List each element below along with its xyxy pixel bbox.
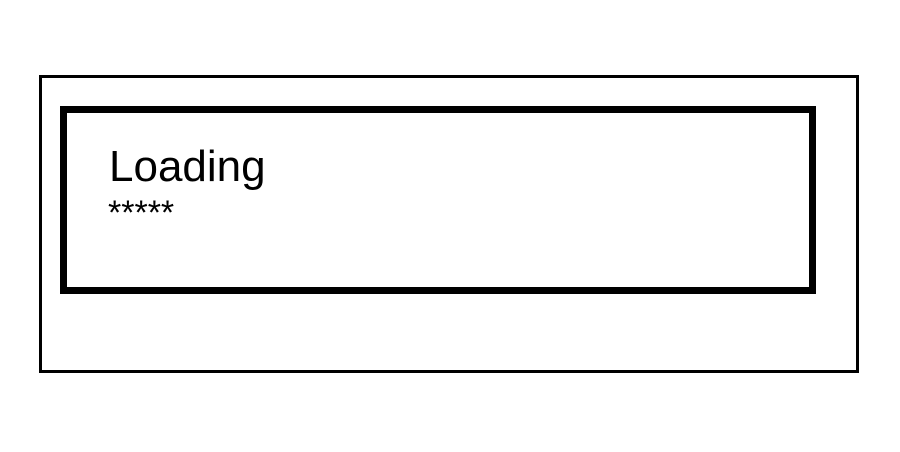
loading-status-text: Loading	[109, 142, 266, 191]
loading-progress-stars: *****	[108, 194, 175, 232]
display-screen	[60, 106, 816, 294]
